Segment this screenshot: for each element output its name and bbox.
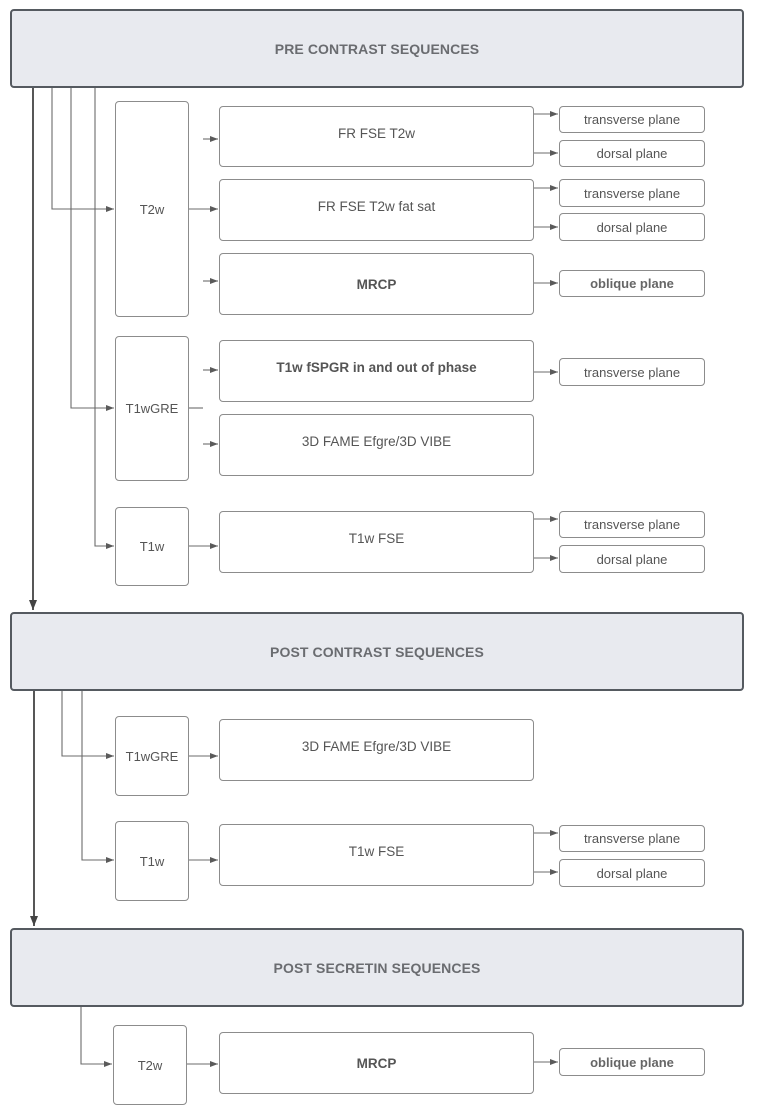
pre-mrcp-box: MRCP [219, 253, 534, 315]
pre-t1wgre-box: T1wGRE [115, 336, 189, 481]
pre-fr-fse-t2w-transverse-plane: transverse plane [559, 106, 705, 133]
pre-t1w-label: T1w [139, 539, 165, 554]
link-post-t1w [81, 691, 114, 863]
pre-t1w-fse-label: T1w FSE [348, 531, 405, 546]
pre-fr-fse-t2w-fat-sat-box: FR FSE T2w fat sat [219, 179, 534, 241]
pre-t1w-fse-box: T1w FSE [219, 511, 534, 573]
secretin-mrcp-oblique-plane: oblique plane [559, 1048, 705, 1076]
post-secretin-header: POST SECRETIN SEQUENCES [10, 928, 744, 1007]
link-post-t1wgre [61, 691, 114, 759]
post-secretin-title: POST SECRETIN SEQUENCES [273, 959, 481, 976]
pre-contrast-title: PRE CONTRAST SEQUENCES [274, 40, 480, 57]
link-pre-t1wgre [70, 88, 114, 411]
pre-t1w-fspgr-box: T1w fSPGR in and out of phase [219, 340, 534, 402]
pre-fat-sat-transverse-plane: transverse plane [559, 179, 705, 207]
link-pre-t2w [51, 88, 114, 212]
pre-t1w-fse-dorsal-plane: dorsal plane [559, 545, 705, 573]
pre-3d-fame-box: 3D FAME Efgre/3D VIBE [219, 414, 534, 476]
pre-fr-fse-t2w-dorsal-plane: dorsal plane [559, 140, 705, 167]
pre-3d-fame-label: 3D FAME Efgre/3D VIBE [301, 434, 452, 449]
secretin-mrcp-label: MRCP [356, 1055, 397, 1071]
post-t1w-fse-box: T1w FSE [219, 824, 534, 886]
post-contrast-header: POST CONTRAST SEQUENCES [10, 612, 744, 691]
pre-mrcp-label: MRCP [356, 276, 397, 292]
post-t1wgre-box: T1wGRE [115, 716, 189, 796]
pre-t2w-box: T2w [115, 101, 189, 317]
post-3d-fame-box: 3D FAME Efgre/3D VIBE [219, 719, 534, 781]
post-t1w-fse-transverse-plane: transverse plane [559, 825, 705, 852]
pre-t1w-fse-transverse-plane: transverse plane [559, 511, 705, 538]
secretin-t2w-box: T2w [113, 1025, 187, 1105]
post-t1w-box: T1w [115, 821, 189, 901]
post-t1w-fse-label: T1w FSE [348, 844, 405, 859]
pre-t2w-label: T2w [139, 201, 165, 217]
pre-fr-fse-t2w-label: FR FSE T2w [337, 126, 415, 141]
pre-t1w-box: T1w [115, 507, 189, 586]
post-3d-fame-label: 3D FAME Efgre/3D VIBE [301, 739, 452, 754]
post-contrast-title: POST CONTRAST SEQUENCES [270, 643, 484, 660]
pre-contrast-header: PRE CONTRAST SEQUENCES [10, 9, 744, 88]
pre-mrcp-oblique-plane: oblique plane [559, 270, 705, 297]
link-secretin-t2w [80, 1007, 112, 1067]
post-t1w-label: T1w [139, 853, 165, 869]
secretin-t2w-label: T2w [137, 1057, 163, 1073]
pre-fat-sat-dorsal-plane: dorsal plane [559, 213, 705, 241]
secretin-mrcp-box: MRCP [219, 1032, 534, 1094]
pre-t1w-fspgr-transverse-plane: transverse plane [559, 358, 705, 386]
pre-fr-fse-t2w-fat-sat-label: FR FSE T2w fat sat [317, 199, 436, 214]
pre-t1wgre-label: T1wGRE [125, 401, 179, 416]
pre-t1w-fspgr-label: T1w fSPGR in and out of phase [276, 360, 477, 375]
link-pre-t1w [94, 88, 114, 549]
pre-fr-fse-t2w-box: FR FSE T2w [219, 106, 534, 167]
post-t1wgre-label: T1wGRE [125, 748, 179, 764]
post-t1w-fse-dorsal-plane: dorsal plane [559, 859, 705, 887]
